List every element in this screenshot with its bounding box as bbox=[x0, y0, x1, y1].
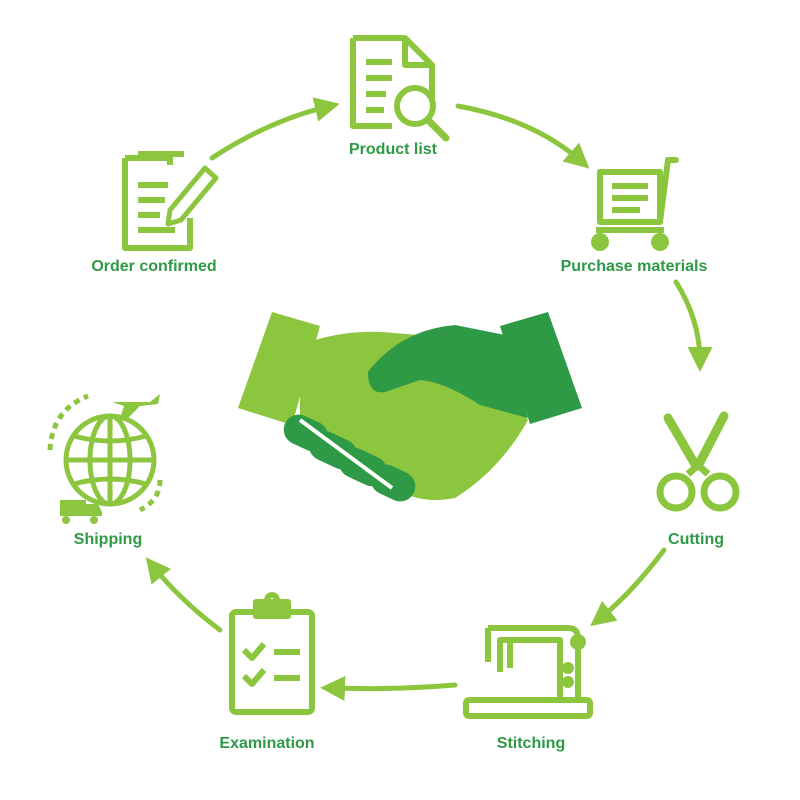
step-label-examination: Examination bbox=[219, 735, 315, 752]
document-search-icon bbox=[350, 35, 450, 142]
arrow-cutting-to-stitching bbox=[590, 547, 667, 627]
arrow-stitching-to-exam bbox=[320, 675, 458, 701]
step-label-stitching: Stitching bbox=[496, 735, 566, 752]
arrow-purchase-to-cutting bbox=[673, 279, 713, 372]
step-label-cutting: Cutting bbox=[668, 531, 724, 548]
clipboard-checklist-icon bbox=[229, 592, 315, 715]
sewing-machine-icon bbox=[463, 625, 593, 719]
cycle-arrows bbox=[145, 97, 713, 701]
handshake-icon bbox=[238, 312, 582, 502]
globe-shipping-icon bbox=[47, 393, 163, 524]
arrow-order-to-product bbox=[209, 97, 340, 161]
scissors-icon bbox=[656, 411, 740, 512]
arrow-product-to-purchase bbox=[455, 103, 590, 169]
step-label-shipping: Shipping bbox=[73, 531, 143, 548]
arrow-exam-to-shipping bbox=[145, 557, 223, 633]
step-label-order-confirmed: Order confirmed bbox=[91, 258, 217, 275]
document-pencil-icon bbox=[122, 151, 219, 251]
step-label-product-list: Product list bbox=[348, 141, 438, 158]
step-label-purchase-materials: Purchase materials bbox=[560, 258, 708, 275]
shopping-cart-icon bbox=[591, 157, 679, 251]
